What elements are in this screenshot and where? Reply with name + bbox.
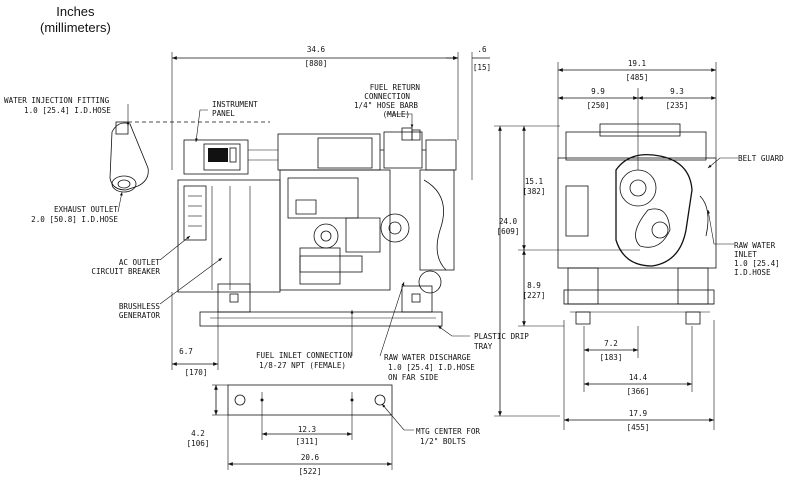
dim-base-width: 17.9 [629, 409, 648, 418]
dim-rail-height: 4.2 [191, 429, 205, 438]
callout-labels: WATER INJECTION FITTING 1.0 [25.4] I.D.H… [4, 83, 784, 446]
fuel-filter [418, 270, 442, 294]
ac-circuit-breaker-box [183, 185, 207, 241]
dim-rail-length: 20.6 [301, 453, 320, 462]
label-raw-inlet-3: 1.0 [25.4] [734, 259, 780, 268]
dim-rail-height-mm: [106] [187, 439, 210, 448]
label-raw-discharge-2: 1.0 [25.4] I.D.HOSE [388, 363, 475, 372]
dim-overall-length-mm: [880] [305, 59, 328, 68]
label-brushless-1: BRUSHLESS [119, 302, 161, 311]
dim-half-right-mm: [235] [666, 101, 689, 110]
leader-lines [117, 104, 738, 431]
label-raw-inlet-1: RAW WATER [734, 241, 776, 250]
label-exhaust-outlet-1: EXHAUST OUTLET [54, 205, 118, 214]
dim-overall-height-mm: [609] [497, 227, 520, 236]
dim-overall-width: 19.1 [628, 59, 647, 68]
dim-offset: .6 [477, 45, 487, 54]
label-raw-inlet-2: INLET [734, 250, 757, 259]
dim-foot-offset-mm: [170] [185, 368, 208, 377]
dim-half-right: 9.3 [670, 87, 684, 96]
belt-guard [615, 153, 693, 267]
label-ac-outlet-1: AC OUTLET [119, 258, 161, 267]
dim-bolt-spacing: 12.3 [298, 425, 316, 434]
dim-mount-center-mm: [183] [600, 353, 623, 362]
label-fuel-return-3: 1/4" HOSE BARB [354, 101, 418, 110]
dim-upper-height: 15.1 [525, 177, 544, 186]
dim-mount-width-mm: [366] [627, 387, 650, 396]
dim-half-left-mm: [250] [587, 101, 610, 110]
dim-mount-center: 7.2 [604, 339, 618, 348]
dim-upper-height-mm: [382] [523, 187, 546, 196]
dim-mount-width: 14.4 [629, 373, 648, 382]
dim-lower-height: 8.9 [527, 281, 541, 290]
label-brushless-2: GENERATOR [119, 311, 161, 320]
dimension-lines [171, 52, 717, 470]
label-fuel-return-4: (MALE) [383, 110, 410, 119]
label-raw-discharge-3: ON FAR SIDE [388, 373, 439, 382]
label-instrument-panel-1: INSTRUMENT [212, 100, 258, 109]
label-fuel-return-2: CONNECTION [364, 92, 410, 101]
label-instrument-panel-2: PANEL [212, 109, 235, 118]
label-water-injection-1: WATER INJECTION FITTING [4, 96, 110, 105]
side-view [109, 121, 457, 327]
pulley-circle [313, 223, 339, 249]
dim-overall-length: 34.6 [307, 45, 326, 54]
label-raw-discharge-1: RAW WATER DISCHARGE [384, 353, 471, 362]
label-mtg-center-1: MTG CENTER FOR [416, 427, 480, 436]
label-fuel-inlet-1: FUEL INLET CONNECTION [256, 351, 352, 360]
dim-base-width-mm: [455] [627, 423, 650, 432]
bolt-hole-left [234, 394, 246, 406]
label-drip-tray-2: TRAY [474, 342, 493, 351]
label-fuel-inlet-2: 1/8-27 NPT (FEMALE) [259, 361, 346, 370]
label-ac-outlet-2: CIRCUIT BREAKER [91, 267, 160, 276]
exhaust-elbow [109, 122, 149, 191]
dim-overall-width-mm: [485] [626, 73, 649, 82]
instrument-display [208, 148, 228, 162]
dim-overall-height: 24.0 [499, 217, 518, 226]
drip-tray [199, 311, 443, 327]
units-legend: Inches (millimeters) [40, 4, 111, 36]
valve-cover [277, 133, 381, 171]
dim-lower-height-mm: [227] [523, 291, 546, 300]
dim-bolt-spacing-mm: [311] [296, 437, 319, 446]
dimension-labels: 34.6 [880] .6 [15] 19.1 [485] 9.9 [250] … [179, 45, 688, 476]
label-fuel-return-1: FUEL RETURN [370, 83, 421, 92]
left-mount [217, 283, 251, 313]
dim-rail-length-mm: [522] [299, 467, 322, 476]
generator-housing [177, 179, 281, 293]
crank-pulley [619, 169, 657, 207]
units-millimeters: (millimeters) [40, 20, 111, 35]
dim-offset-mm: [15] [473, 63, 491, 72]
label-water-injection-2: 1.0 [25.4] I.D.HOSE [24, 106, 111, 115]
front-drip-tray [563, 289, 715, 305]
instrument-panel [183, 139, 249, 175]
front-view [557, 123, 717, 325]
front-housing [557, 157, 717, 269]
dim-foot-offset: 6.7 [179, 347, 193, 356]
label-mtg-center-2: 1/2" BOLTS [420, 437, 466, 446]
dim-half-left: 9.9 [591, 87, 605, 96]
bolt-hole-right [374, 394, 386, 406]
label-belt-guard: BELT GUARD [738, 154, 784, 163]
units-inches: Inches [56, 4, 95, 19]
label-drip-tray-1: PLASTIC DRIP [474, 332, 529, 341]
label-raw-inlet-4: I.D.HOSE [734, 268, 771, 277]
mounting-rail [227, 384, 393, 416]
right-mount [401, 285, 433, 313]
exhaust-outlet-port [111, 175, 137, 193]
rail-plate [227, 384, 393, 416]
label-exhaust-outlet-2: 2.0 [50.8] I.D.HOSE [31, 215, 118, 224]
